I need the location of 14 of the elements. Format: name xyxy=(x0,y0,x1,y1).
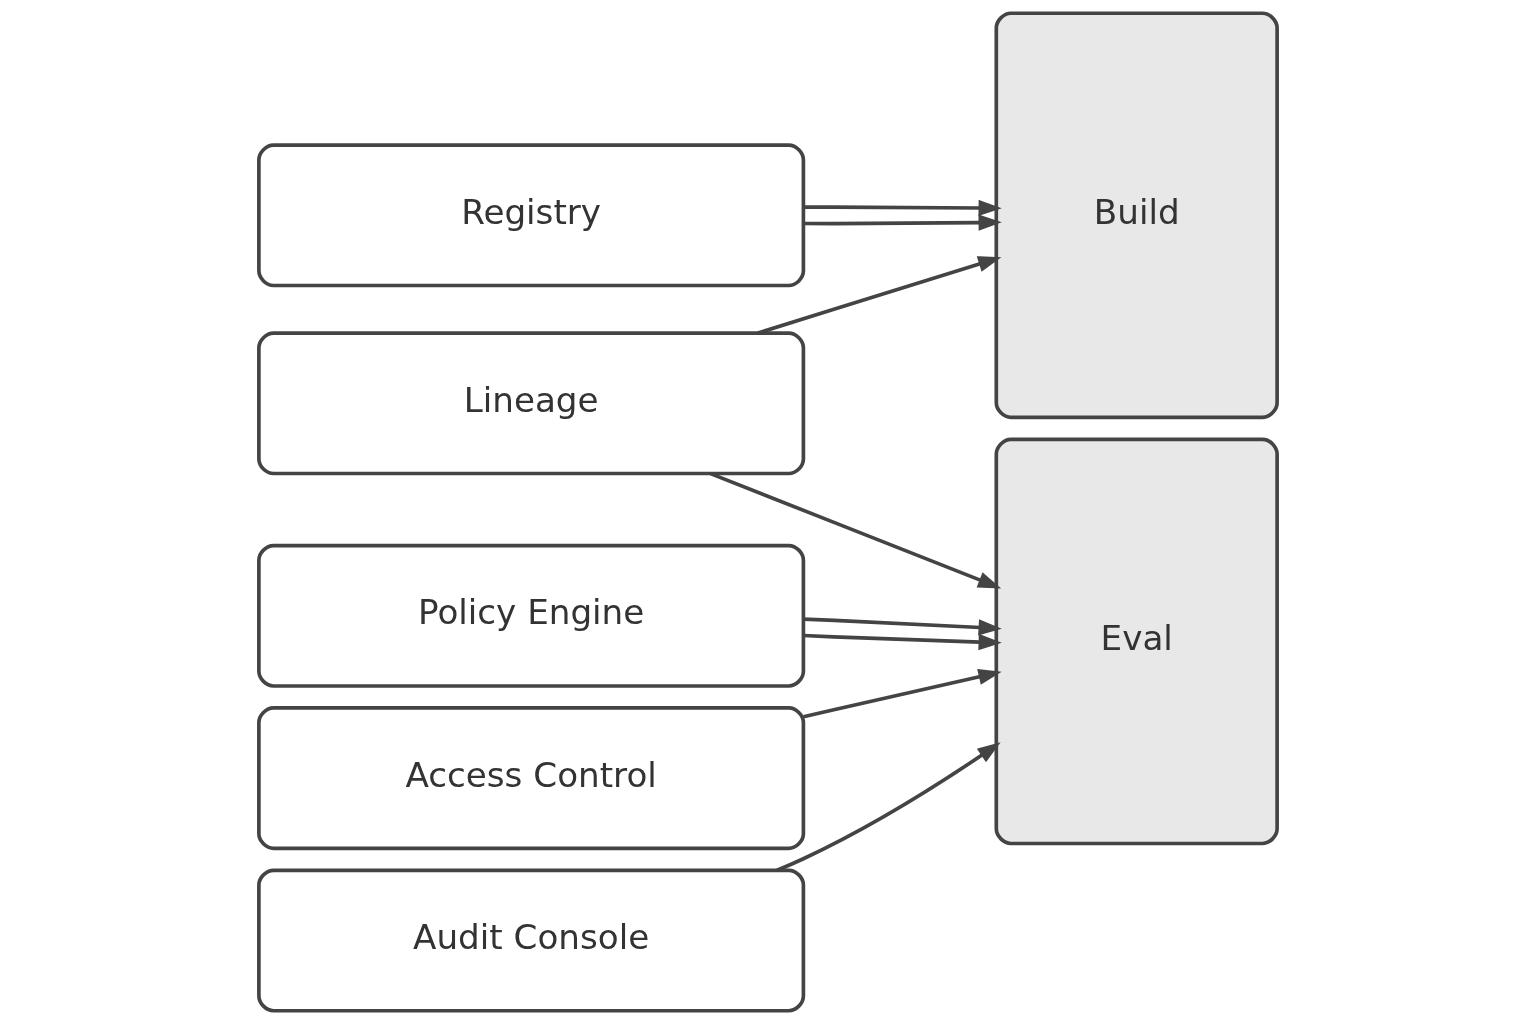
arrow xyxy=(803,633,1002,651)
node-box: Access Control xyxy=(257,706,806,851)
arrow xyxy=(803,199,1002,217)
arrow xyxy=(803,617,1002,636)
node-box: Registry xyxy=(257,143,806,288)
arrow xyxy=(776,742,1001,872)
node-box: Policy Engine xyxy=(257,543,806,688)
arrow xyxy=(803,214,1002,231)
node-box: Audit Console xyxy=(257,868,806,1013)
arrow xyxy=(803,668,1002,719)
node-box: Eval xyxy=(994,437,1279,846)
node-box: Lineage xyxy=(257,331,806,476)
node-box: Build xyxy=(994,11,1279,420)
arrow xyxy=(757,256,1002,335)
